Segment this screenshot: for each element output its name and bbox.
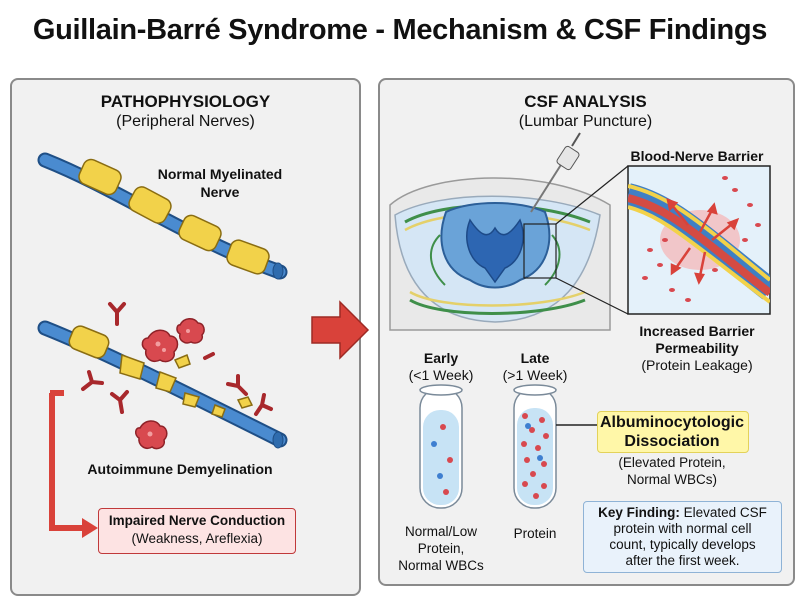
permeability-label-3: (Protein Leakage) [641,357,753,373]
antibody-icons [81,302,273,416]
lumbar-needle-icon [530,132,581,213]
late-timeframe: (>1 Week) [502,367,568,383]
key-finding-line-3: count, typically develops [609,537,756,552]
demyelination-label: Autoimmune Demyelination [87,461,273,477]
permeability-label-1: Increased Barrier [639,323,755,339]
key-finding-line-1: Key Finding: Elevated CSF [583,505,782,521]
normal-nerve [37,152,288,280]
early-label: Early [423,350,459,366]
early-caption-1: Normal/Low [404,524,478,539]
center-arrow-icon [311,300,370,360]
key-finding-text-1: Elevated CSF [679,505,767,520]
barrier-label: Blood-Nerve Barrier [630,148,764,164]
normal-nerve-label-2: Nerve [200,184,240,200]
late-caption: Protein [513,526,557,541]
key-finding-line-4: after the first week. [625,553,740,568]
impaired-conduction-title: Impaired Nerve Conduction [108,513,286,528]
pathophysiology-heading: PATHOPHYSIOLOGY [100,92,271,111]
csf-subheading: (Lumbar Puncture) [518,113,653,130]
zoom-line-bottom [555,277,629,315]
permeability-label-2: Permeability [655,340,739,356]
page-title: Guillain-Barré Syndrome - Mechanism & CS… [32,14,768,46]
spinal-cord-cross-section [389,177,611,331]
early-caption-3: Normal WBCs [398,558,484,573]
conduction-arrow [49,390,98,538]
early-timeframe: (<1 Week) [408,367,474,383]
csf-heading: CSF ANALYSIS [524,92,647,111]
key-finding-bold: Key Finding: [598,505,680,520]
dissociation-label-2: Dissociation [624,433,720,450]
elevated-label-1: (Elevated Protein, [618,455,726,470]
elevated-label-2: Normal WBCs) [627,472,717,487]
early-caption-2: Protein, [417,541,465,556]
demyelinated-nerve [37,320,288,449]
blood-nerve-barrier-inset [627,165,771,315]
impaired-conduction-box [98,508,296,554]
zoom-line-top [555,165,629,225]
late-label: Late [520,350,550,366]
dissociation-label-1: Albuminocytologic [600,414,744,431]
key-finding-box [583,501,782,573]
key-finding-line-2: protein with normal cell [613,521,752,536]
immune-cell-spots [147,329,190,437]
normal-nerve-label-1: Normal Myelinated [157,166,283,182]
impaired-conduction-subtitle: (Weakness, Areflexia) [131,531,263,546]
dissociation-highlight [597,411,749,453]
early-test-tube [419,384,463,509]
late-test-tube [513,384,557,509]
pathophysiology-subheading: (Peripheral Nerves) [116,113,255,130]
